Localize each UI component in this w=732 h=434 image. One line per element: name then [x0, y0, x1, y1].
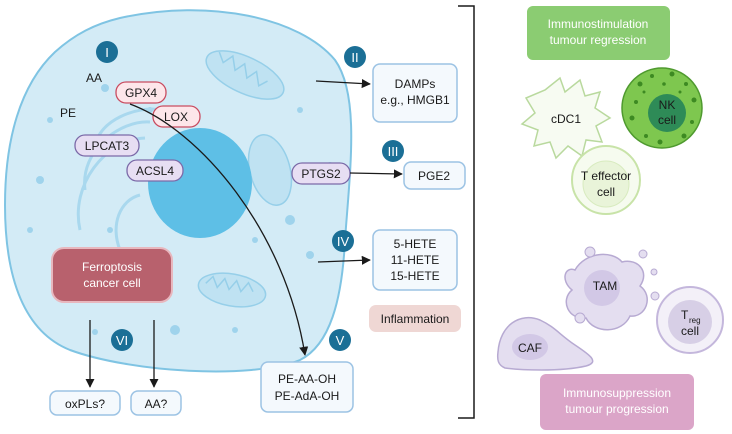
tam-text: TAM: [593, 279, 617, 293]
lox-pill: LOX: [152, 105, 201, 128]
nk-line1: NK: [659, 98, 676, 112]
gpx4-text: GPX4: [125, 86, 157, 100]
arrows: [85, 79, 403, 388]
pe-label: PE: [60, 106, 76, 120]
oxpls-text: oxPLs?: [65, 397, 105, 411]
cdc1-text: cDC1: [551, 112, 581, 126]
pe-oh-box: PE-AA-OH PE-AdA-OH: [260, 361, 354, 413]
acsl4-pill: ACSL4: [126, 159, 184, 182]
numeral-i-text: I: [105, 45, 109, 60]
hete-box: 5-HETE 11-HETE 15-HETE: [372, 229, 458, 291]
grouping-bracket: [458, 5, 475, 419]
nucleus: [148, 128, 252, 238]
ptgs2-text: PTGS2: [301, 167, 341, 181]
aa-label: AA: [86, 71, 102, 85]
supp-line1: Immunosuppression: [563, 386, 671, 400]
inflammation-box: Inflammation: [369, 305, 461, 332]
numeral-ii: II: [344, 46, 366, 68]
numeral-vi-text: VI: [116, 333, 128, 348]
pe-ada-oh-text: PE-AdA-OH: [275, 389, 340, 403]
nk-cell: NK cell: [621, 67, 703, 149]
treg-sub: reg: [689, 316, 701, 325]
stim-line2: tumour regression: [550, 33, 647, 47]
cdc1-cell: cDC1: [520, 76, 612, 160]
numeral-iii: III: [382, 140, 404, 162]
numeral-i: I: [96, 41, 118, 63]
immunosuppression-box: Immunosuppression tumour progression: [540, 374, 694, 430]
lpcat3-text: LPCAT3: [85, 139, 130, 153]
lox-text: LOX: [164, 110, 188, 124]
immunostimulation-box: Immunostimulation tumour regression: [527, 6, 670, 60]
numeral-v-text: V: [336, 333, 345, 348]
lpcat3-pill: LPCAT3: [74, 134, 140, 157]
ferroptosis-line2: cancer cell: [83, 276, 140, 290]
numeral-iii-text: III: [388, 144, 399, 159]
nk-line2: cell: [658, 113, 676, 127]
teff-line2: cell: [597, 185, 615, 199]
arrow-to-hete: [317, 255, 371, 265]
hete-line2: 11-HETE: [391, 253, 439, 267]
ferroptosis-box: Ferroptosis cancer cell: [51, 247, 173, 303]
pge2-box: PGE2: [403, 161, 466, 190]
damps-line1: DAMPs: [395, 77, 436, 91]
mitochondrion-bottom: [197, 272, 267, 308]
teff-line1: T effector: [581, 169, 631, 183]
treg-cell-text: cell: [681, 324, 699, 338]
oxpls-box: oxPLs?: [49, 390, 121, 416]
mitochondrion-top: [205, 50, 285, 100]
caf-text: CAF: [518, 341, 542, 355]
acsl4-text: ACSL4: [136, 164, 174, 178]
numeral-v: V: [329, 329, 351, 351]
arrow-curved-to-v: [129, 103, 309, 356]
hete-line3: 15-HETE: [390, 269, 439, 283]
numeral-iv-text: IV: [337, 234, 350, 249]
stim-line1: Immunostimulation: [548, 17, 649, 31]
aa-question-text: AA?: [145, 397, 168, 411]
pe-aa-oh-text: PE-AA-OH: [278, 372, 336, 386]
tam-cell: TAM: [564, 246, 660, 331]
treg-cell: T reg cell: [656, 286, 724, 354]
aa-question-box: AA?: [130, 390, 182, 416]
arrow-to-pge2: [349, 169, 403, 179]
gpx4-pill: GPX4: [115, 81, 167, 104]
arrow-to-damps: [315, 79, 371, 89]
hete-line1: 5-HETE: [394, 237, 437, 251]
t-effector-cell: T effector cell: [571, 145, 641, 215]
numeral-vi: VI: [111, 329, 133, 351]
treg-t: T: [681, 308, 689, 322]
inflammation-text: Inflammation: [381, 312, 450, 326]
damps-line2: e.g., HMGB1: [380, 93, 450, 107]
numeral-iv: IV: [332, 230, 354, 252]
pge2-text: PGE2: [418, 169, 450, 183]
ptgs2-pill: PTGS2: [291, 162, 351, 185]
caf-cell: CAF: [496, 316, 594, 371]
ferroptosis-line1: Ferroptosis: [82, 260, 142, 274]
supp-line2: tumour progression: [565, 402, 668, 416]
damps-box: DAMPs e.g., HMGB1: [372, 63, 458, 123]
cancer-cell: [3, 9, 353, 373]
numeral-ii-text: II: [351, 50, 358, 65]
